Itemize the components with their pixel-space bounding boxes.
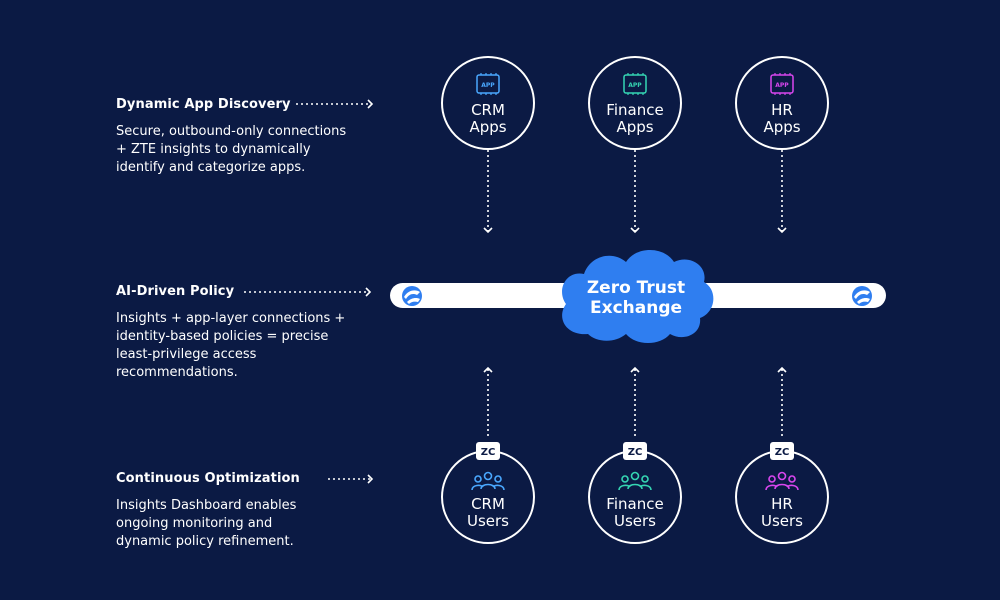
zc-badge-label: ZC	[481, 447, 496, 458]
app-label-line1: Finance	[606, 101, 663, 119]
app-node-finance: APP Finance Apps	[588, 56, 682, 150]
user-label-line2: Users	[761, 512, 803, 530]
user-label-line1: CRM	[471, 495, 505, 513]
zc-badge-label: ZC	[628, 447, 643, 458]
zc-badge	[623, 442, 647, 460]
app-chip-label: APP	[481, 82, 495, 89]
app-node-crm: APP CRM Apps	[441, 56, 535, 150]
zc-badge	[770, 442, 794, 460]
user-label-line2: Users	[467, 512, 509, 530]
section-title-policy: AI-Driven Policy	[116, 284, 235, 299]
app-label-line2: Apps	[616, 118, 653, 136]
exchange-title-line1: Zero Trust	[587, 278, 685, 298]
exchange-title-line2: Exchange	[590, 298, 682, 318]
user-label-line2: Users	[614, 512, 656, 530]
app-chip-icon: APP	[476, 73, 500, 95]
users-group-icon	[471, 471, 505, 491]
section-body-discovery: Secure, outbound-only connections + ZTE …	[116, 124, 347, 175]
app-label-line1: CRM	[471, 101, 505, 119]
section-title-optimization: Continuous Optimization	[116, 471, 300, 486]
app-chip-label: APP	[775, 82, 789, 89]
section-body-policy: Insights + app-layer connections + ident…	[116, 311, 346, 380]
app-chip-label: APP	[628, 82, 642, 89]
user-label-line1: Finance	[606, 495, 663, 513]
cloud-icon	[562, 250, 714, 343]
user-node-hr: ZC HR Users	[735, 442, 829, 544]
section-title-discovery: Dynamic App Discovery	[116, 97, 291, 112]
user-label-line1: HR	[771, 495, 793, 513]
user-node-crm: ZC CRM Users	[441, 442, 535, 544]
zc-badge	[476, 442, 500, 460]
users-group-icon	[618, 471, 652, 491]
users-group-icon	[765, 471, 799, 491]
app-chip-icon: APP	[623, 73, 647, 95]
section-body-optimization: Insights Dashboard enables ongoing monit…	[116, 498, 297, 549]
zscaler-logo-icon-right	[852, 286, 872, 306]
app-chip-icon: APP	[770, 73, 794, 95]
app-node-hr: APP HR Apps	[735, 56, 829, 150]
app-label-line1: HR	[771, 101, 793, 119]
zc-badge-label: ZC	[775, 447, 790, 458]
user-node-finance: ZC Finance Users	[588, 442, 682, 544]
app-label-line2: Apps	[469, 118, 506, 136]
app-label-line2: Apps	[763, 118, 800, 136]
zscaler-logo-icon-left	[402, 286, 422, 306]
